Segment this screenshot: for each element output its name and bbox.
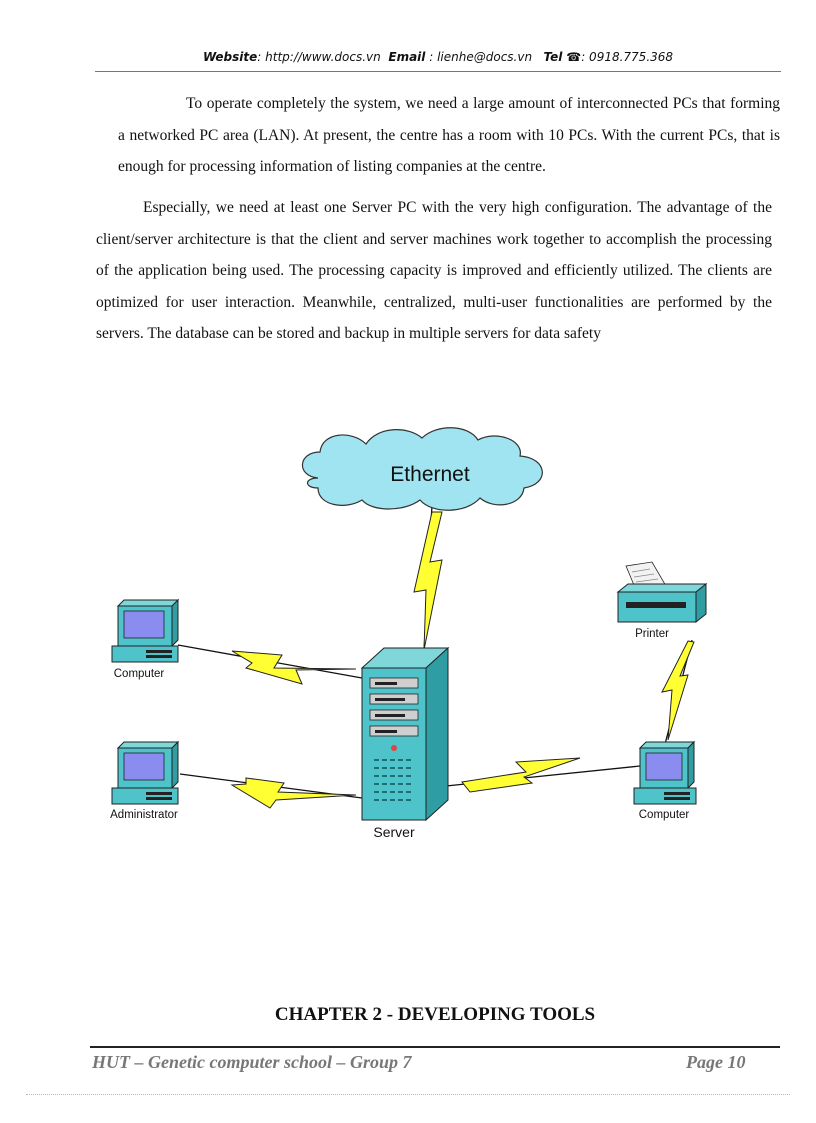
website-value[interactable]: : http://www.docs.vn bbox=[257, 50, 381, 64]
lightning-left-top-icon bbox=[231, 650, 357, 685]
computer-right-label: Computer bbox=[639, 809, 690, 821]
footer-group-label: HUT – Genetic computer school – Group 7 bbox=[92, 1052, 412, 1072]
email-label: Email bbox=[388, 50, 426, 64]
administrator-label: Administrator bbox=[110, 809, 178, 821]
chapter-heading: CHAPTER 2 - DEVELOPING TOOLS bbox=[274, 1004, 596, 1025]
ethernet-cloud: Ethernet bbox=[301, 427, 543, 511]
computer-left-label: Computer bbox=[114, 668, 165, 680]
printer-label: Printer bbox=[635, 628, 669, 640]
cloud-label: Ethernet bbox=[390, 463, 470, 486]
server-power-led bbox=[391, 745, 397, 751]
website-label: Website bbox=[202, 50, 258, 64]
server-device: Server bbox=[360, 646, 450, 840]
server-side bbox=[425, 646, 449, 822]
tel-label: Tel bbox=[543, 50, 563, 64]
computer-left-device: Computer bbox=[111, 598, 180, 680]
lightning-bolts bbox=[230, 511, 695, 809]
lightning-printer-icon bbox=[661, 640, 695, 741]
page-header: Website: http://www.docs.vn Email : lien… bbox=[95, 50, 781, 64]
tel-value: : 0918.775.368 bbox=[581, 50, 674, 64]
phone-icon: ☎ bbox=[566, 50, 582, 64]
page-bottom-border bbox=[26, 1094, 790, 1095]
server-front bbox=[361, 667, 427, 821]
server-label: Server bbox=[373, 824, 415, 840]
printer-device: Printer bbox=[616, 561, 708, 640]
paragraph-2: Especially, we need at least one Server … bbox=[96, 199, 772, 342]
lightning-top-icon bbox=[413, 511, 443, 651]
computer-right-device: Computer bbox=[633, 740, 697, 821]
footer-divider bbox=[90, 1046, 780, 1048]
email-value[interactable]: : lienhe@docs.vn bbox=[429, 50, 533, 64]
header-divider bbox=[95, 71, 781, 72]
monitor-screen bbox=[123, 752, 165, 781]
server-vents bbox=[374, 759, 414, 801]
page-number: Page 10 bbox=[686, 1052, 746, 1072]
lightning-left-bottom-icon bbox=[230, 777, 357, 809]
lightning-right-icon bbox=[461, 757, 581, 793]
monitor-screen bbox=[645, 752, 683, 781]
paragraph-1: To operate completely the system, we nee… bbox=[118, 95, 780, 175]
monitor-screen bbox=[123, 610, 165, 639]
administrator-device: Administrator bbox=[110, 740, 180, 821]
cloud-icon bbox=[301, 427, 543, 511]
